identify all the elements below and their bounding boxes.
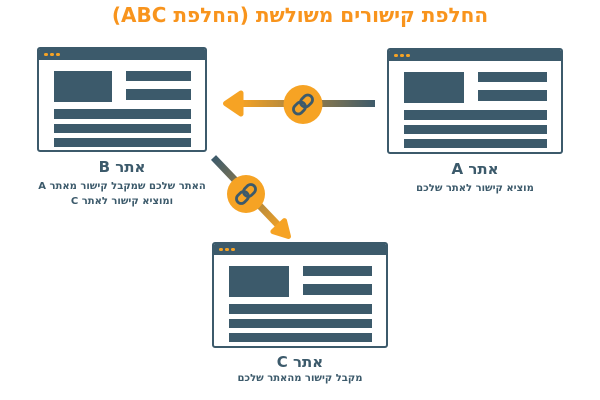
mock-text-bar	[54, 109, 191, 119]
mock-text-bar	[54, 138, 191, 147]
window-content	[389, 61, 561, 148]
window-titlebar	[389, 50, 561, 61]
mock-text-bar	[229, 304, 372, 314]
window-titlebar	[39, 49, 205, 60]
site-b-caption: האתר שלכם שמקבל קישור מאתר A ומוציא קישו…	[12, 180, 232, 209]
arrow-a-to-b	[223, 85, 375, 124]
window-dot-icon	[394, 53, 398, 58]
mock-text-bar	[478, 72, 547, 82]
mock-text-bar	[125, 89, 191, 100]
mock-text-bar	[404, 139, 547, 148]
diagram-title: החלפת קישורים משולשת (החלפת ABC)	[111, 3, 489, 27]
link-badge	[227, 175, 265, 213]
link-badge	[283, 85, 323, 124]
site-c-label: אתר C	[276, 353, 324, 371]
mock-text-bar	[404, 110, 547, 120]
mock-text-bar	[303, 284, 372, 295]
window-content	[214, 255, 386, 342]
arrowhead-left-icon	[223, 90, 244, 117]
window-dot-icon	[225, 247, 229, 252]
window-dot-icon	[406, 53, 410, 58]
window-dot-icon	[400, 53, 404, 58]
site-b-label: אתר B	[98, 158, 146, 176]
mock-text-bar	[229, 333, 372, 342]
window-content	[39, 60, 205, 147]
chain-link-icon	[235, 183, 257, 205]
mock-text-bar	[229, 319, 372, 328]
mock-text-bar	[478, 90, 547, 101]
site-a-label: אתר A	[451, 160, 499, 178]
site-a-caption: מוציא קישור לאתר שלכם	[416, 183, 534, 194]
window-dot-icon	[56, 52, 60, 57]
mock-image-block	[54, 71, 112, 102]
window-dot-icon	[50, 52, 54, 57]
site-b-caption-line2: ומוציא קישור לאתר C	[70, 195, 174, 207]
mock-image-block	[229, 266, 290, 297]
mock-image-block	[404, 72, 465, 103]
mock-text-bar	[125, 71, 191, 81]
site-c-caption: מקבל קישור מהאתר שלכם	[237, 373, 363, 384]
site-a-window	[387, 48, 563, 154]
window-dot-icon	[219, 247, 223, 252]
mock-text-bar	[54, 124, 191, 133]
chain-link-icon	[292, 93, 314, 116]
mock-text-bar	[303, 266, 372, 276]
window-dot-icon	[231, 247, 235, 252]
window-dot-icon	[44, 52, 48, 57]
mock-text-bar	[404, 125, 547, 134]
window-titlebar	[214, 244, 386, 255]
site-c-window	[212, 242, 388, 348]
site-b-window	[37, 47, 207, 152]
site-b-caption-line1: האתר שלכם שמקבל קישור מאתר A	[38, 181, 206, 192]
arrowhead-down-right-icon	[270, 218, 291, 239]
